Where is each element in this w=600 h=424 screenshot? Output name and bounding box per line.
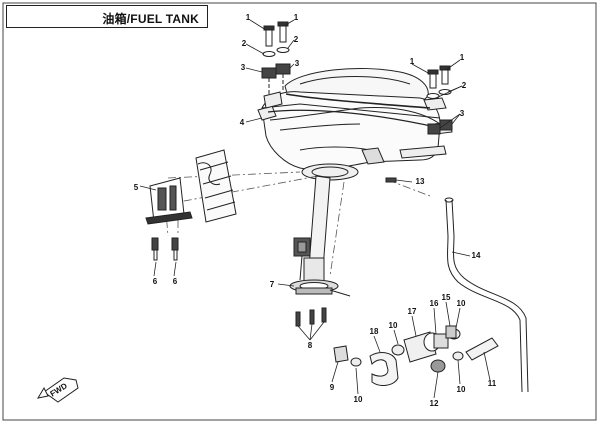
heat-shield-bracket: [145, 149, 237, 225]
callout-numbers: 1 1 2 2 3 3 4 1 1 2 3 5 6 6 7 8 9 10 10 …: [134, 13, 497, 408]
diagram-title: 油箱/FUEL TANK: [102, 12, 199, 26]
bracket-bolts: [151, 237, 179, 261]
callout-3: 3: [460, 109, 465, 118]
callout-10: 10: [457, 385, 466, 394]
callout-2: 2: [462, 81, 467, 90]
callout-7: 7: [270, 280, 275, 289]
grommet-icon: [275, 63, 291, 75]
callout-11: 11: [488, 379, 497, 388]
callout-17: 17: [408, 307, 417, 316]
washer-icon: [276, 47, 290, 53]
bolt-icon: [265, 27, 273, 47]
callout-1: 1: [246, 13, 251, 22]
washer-icon: [262, 51, 276, 57]
callout-15: 15: [442, 293, 451, 302]
callout-16: 16: [430, 299, 439, 308]
callout-8: 8: [308, 341, 313, 350]
callout-10: 10: [354, 395, 363, 404]
pump-screws: [295, 307, 327, 327]
bolt-icon: [279, 23, 287, 43]
sheet-border: [2, 2, 597, 421]
bolt-head-icon: [277, 21, 289, 27]
top-fastener-cluster-right: [426, 65, 453, 135]
callout-6: 6: [173, 277, 178, 286]
callout-5: 5: [134, 183, 139, 192]
callout-9: 9: [330, 383, 335, 392]
bolt-head-icon: [263, 25, 275, 31]
callout-18: 18: [370, 327, 379, 336]
callout-2: 2: [242, 39, 247, 48]
vent-hose: [444, 197, 529, 393]
top-fastener-cluster-left: [261, 21, 291, 94]
forward-direction-arrow-icon: [36, 377, 79, 403]
callout-13: 13: [416, 177, 425, 186]
callout-10: 10: [389, 321, 398, 330]
grommet-icon: [261, 67, 277, 79]
callout-1: 1: [410, 57, 415, 66]
callout-leaders: [139, 19, 491, 399]
callout-4: 4: [240, 118, 245, 127]
callout-3: 3: [295, 59, 300, 68]
callout-1: 1: [294, 13, 299, 22]
callout-3: 3: [241, 63, 246, 72]
title-box: 油箱/FUEL TANK: [6, 5, 208, 28]
callout-10: 10: [457, 299, 466, 308]
callout-1: 1: [460, 53, 465, 62]
callout-12: 12: [430, 399, 439, 408]
fuel-line-assembly: [333, 325, 499, 386]
callout-2: 2: [294, 35, 299, 44]
hose-clip: [385, 177, 397, 183]
callout-6: 6: [153, 277, 158, 286]
callout-14: 14: [472, 251, 481, 260]
fuel-tank: [257, 68, 453, 181]
fuel-pump-assembly: [289, 175, 351, 297]
